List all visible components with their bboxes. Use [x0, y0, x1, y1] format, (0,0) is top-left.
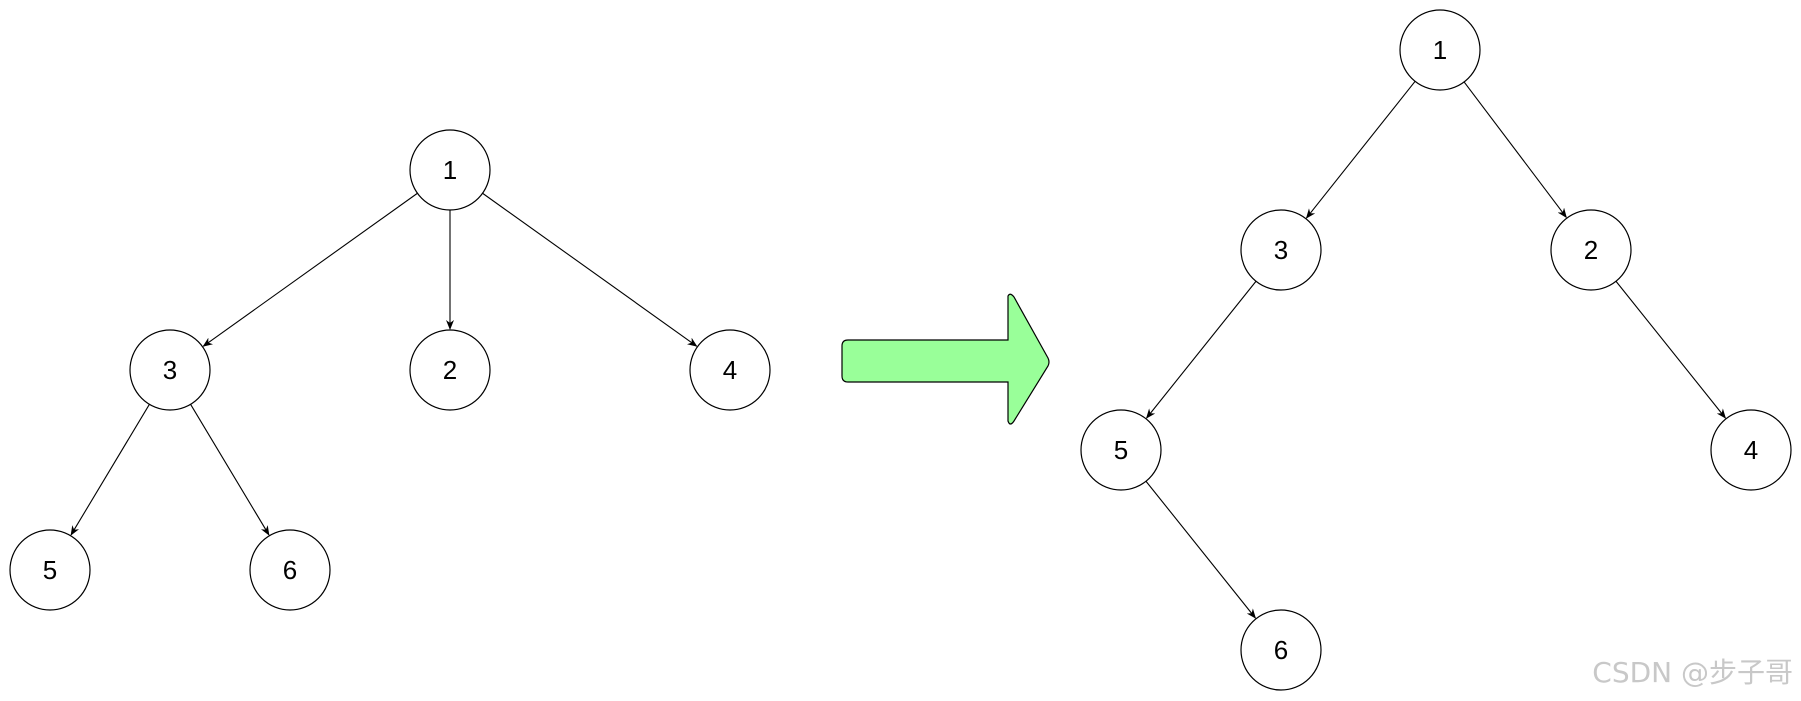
left-tree-node-circle	[9, 529, 91, 611]
left-tree: 1 3 2 4 5 6	[9, 129, 771, 611]
watermark: CSDN @步子哥	[1592, 656, 1793, 689]
left-tree-node-2: 2	[409, 329, 491, 411]
left-tree-edges	[70, 192, 698, 536]
left-tree-node-circle	[689, 329, 771, 411]
right-tree-node-4: 4	[1710, 409, 1792, 491]
left-tree-node-label: 1	[443, 155, 457, 185]
right-tree-node-label: 1	[1433, 35, 1447, 65]
right-tree-node-circle	[1550, 209, 1632, 291]
right-tree-node-2: 2	[1550, 209, 1632, 291]
right-tree-node-label: 4	[1744, 435, 1758, 465]
right-tree-node-circle	[1710, 409, 1792, 491]
left-tree-node-label: 2	[443, 355, 457, 385]
left-tree-node-circle	[129, 329, 211, 411]
right-tree-node-circle	[1240, 209, 1322, 291]
left-tree-node-label: 4	[723, 355, 737, 385]
left-tree-node-circle	[409, 329, 491, 411]
left-tree-node-1: 1	[409, 129, 491, 211]
right-tree-edge-1-to-3	[1305, 80, 1416, 219]
right-tree-node-label: 3	[1274, 235, 1288, 265]
left-tree-node-5: 5	[9, 529, 91, 611]
left-tree-node-label: 6	[283, 555, 297, 585]
left-tree-node-label: 3	[163, 355, 177, 385]
right-tree-node-label: 2	[1584, 235, 1598, 265]
right-tree-node-6: 6	[1240, 609, 1322, 691]
left-tree-node-4: 4	[689, 329, 771, 411]
right-tree-edge-5-to-6	[1145, 480, 1257, 619]
left-tree-edge-1-to-4	[482, 192, 698, 347]
right-tree-edge-1-to-2	[1463, 81, 1567, 219]
right-tree-node-label: 6	[1274, 635, 1288, 665]
transform-arrow	[841, 293, 1050, 425]
right-tree-node-circle	[1080, 409, 1162, 491]
left-tree-node-circle	[249, 529, 331, 611]
right-tree-edge-2-to-4	[1615, 280, 1727, 419]
right-tree-edges	[1145, 80, 1727, 619]
left-tree-node-3: 3	[129, 329, 211, 411]
right-tree-node-5: 5	[1080, 409, 1162, 491]
left-tree-edge-3-to-6	[190, 404, 270, 536]
right-tree-node-circle	[1399, 9, 1481, 91]
right-tree: 1 3 2 5 4 6	[1080, 9, 1792, 691]
right-tree-node-label: 5	[1114, 435, 1128, 465]
left-tree-node-label: 5	[43, 555, 57, 585]
right-tree-node-circle	[1240, 609, 1322, 691]
left-tree-edge-3-to-5	[70, 404, 150, 536]
left-tree-edge-1-to-3	[202, 192, 418, 347]
left-tree-node-circle	[409, 129, 491, 211]
right-tree-edge-3-to-5	[1145, 280, 1257, 419]
right-tree-node-3: 3	[1240, 209, 1322, 291]
left-tree-node-6: 6	[249, 529, 331, 611]
right-tree-node-1: 1	[1399, 9, 1481, 91]
